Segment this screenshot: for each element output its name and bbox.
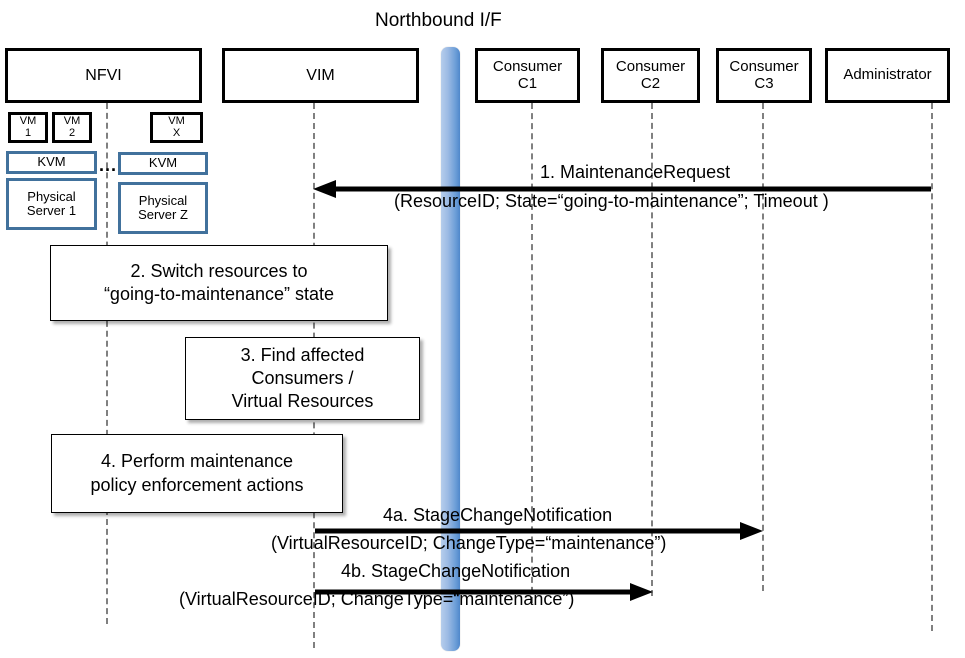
- message-1-label-bottom: (ResourceID; State=“going-to-maintenance…: [394, 191, 829, 211]
- vm-box-x[interactable]: VM X: [150, 112, 203, 143]
- vm-label-x: VM X: [168, 114, 185, 139]
- actor-label-consumer-c3-line2: C3: [754, 74, 774, 92]
- message-arrow-4b: [315, 583, 653, 601]
- vm-label-1-line1: VM: [19, 114, 37, 127]
- physical-server-label-1-line2: Server 1: [26, 203, 77, 218]
- actor-label-consumer-c3: Consumer C3: [729, 57, 799, 93]
- note-box-3-text: 3. Find affected Consumers / Virtual Res…: [232, 344, 374, 413]
- note-box-2-text: 2. Switch resources to “going-to-mainten…: [104, 260, 334, 306]
- vm-label-2-line1: VM: [63, 114, 81, 127]
- actor-box-consumer-c1[interactable]: Consumer C1: [475, 48, 580, 103]
- physical-server-label-1: Physical Server 1: [26, 188, 77, 219]
- note-box-3-line1: 3. Find affected: [240, 344, 365, 365]
- actor-box-administrator[interactable]: Administrator: [825, 48, 950, 103]
- message-arrow-4a: [315, 522, 763, 540]
- lifeline-consumer-c2: [651, 103, 653, 596]
- note-box-4-line2: policy enforcement actions: [90, 474, 304, 495]
- lifeline-consumer-c1: [531, 103, 533, 603]
- actor-box-vim[interactable]: VIM: [222, 48, 419, 103]
- message-4a-label-bottom: (VirtualResourceID; ChangeType=“maintena…: [271, 533, 667, 553]
- actor-box-consumer-c2[interactable]: Consumer C2: [601, 48, 700, 103]
- physical-server-label-1-line1: Physical: [27, 188, 76, 204]
- actor-label-consumer-c2-line2: C2: [640, 74, 661, 92]
- note-box-2-switch-resources: 2. Switch resources to “going-to-mainten…: [50, 245, 388, 321]
- note-box-4-perform-maintenance: 4. Perform maintenance policy enforcemen…: [51, 434, 343, 513]
- physical-server-label-z-line2: Server Z: [138, 207, 188, 222]
- actor-label-nfvi: NFVI: [85, 66, 122, 84]
- message-arrow-1: [313, 180, 931, 198]
- note-box-2-line2: “going-to-maintenance” state: [103, 284, 335, 304]
- actor-label-consumer-c3-line1: Consumer: [729, 57, 799, 75]
- physical-server-label-z: Physical Server Z: [138, 192, 188, 223]
- vm-label-1: VM 1: [19, 114, 37, 139]
- lifeline-nfvi: [106, 103, 108, 624]
- message-4b-label-top: 4b. StageChangeNotification: [341, 561, 571, 581]
- vm-label-1-line2: 1: [24, 126, 32, 139]
- actor-label-vim: VIM: [306, 66, 335, 84]
- vm-label-x-line2: X: [172, 126, 181, 139]
- note-box-3-line3: Virtual Resources: [231, 391, 374, 412]
- physical-server-box-1[interactable]: Physical Server 1: [6, 178, 97, 230]
- physical-server-label-z-line1: Physical: [138, 192, 188, 208]
- note-box-3-line2: Consumers /: [251, 367, 354, 388]
- message-1-label-top: 1. MaintenanceRequest: [540, 162, 731, 182]
- actor-box-consumer-c3[interactable]: Consumer C3: [716, 48, 812, 103]
- actor-label-consumer-c1-line1: Consumer: [492, 57, 563, 75]
- note-box-4-text: 4. Perform maintenance policy enforcemen…: [90, 450, 303, 496]
- page-title: Northbound I/F: [375, 10, 502, 31]
- actor-label-consumer-c2: Consumer C2: [615, 57, 686, 93]
- vm-label-x-line1: VM: [168, 114, 185, 127]
- message-4a-label-top: 4a. StageChangeNotification: [383, 505, 613, 525]
- lifeline-consumer-c3: [762, 103, 764, 591]
- lifeline-administrator: [931, 103, 933, 631]
- vm-box-1[interactable]: VM 1: [8, 112, 48, 143]
- hypervisor-label-kvm-2: KVM: [148, 155, 178, 171]
- vm-label-2: VM 2: [63, 114, 81, 139]
- actor-label-consumer-c1-line2: C1: [517, 74, 538, 92]
- actor-box-nfvi[interactable]: NFVI: [5, 48, 202, 103]
- vm-box-2[interactable]: VM 2: [52, 112, 92, 143]
- actor-label-consumer-c2-line1: Consumer: [615, 57, 686, 75]
- actor-label-consumer-c1: Consumer C1: [492, 57, 563, 93]
- hypervisor-box-kvm-2[interactable]: KVM: [118, 152, 208, 175]
- physical-server-box-z[interactable]: Physical Server Z: [118, 182, 208, 234]
- vm-label-2-line2: 2: [68, 126, 76, 139]
- hypervisor-box-kvm-1[interactable]: KVM: [6, 151, 97, 174]
- northbound-interface-bar: [441, 47, 460, 651]
- hypervisor-label-kvm-1: KVM: [37, 154, 66, 170]
- note-box-3-find-affected: 3. Find affected Consumers / Virtual Res…: [185, 337, 420, 420]
- actor-label-administrator: Administrator: [843, 66, 932, 84]
- hosts-ellipsis: ...: [99, 155, 118, 175]
- message-4b-label-bottom: (VirtualResourceID; ChangeType=“maintena…: [179, 589, 575, 609]
- note-box-2-line1: 2. Switch resources to: [130, 260, 308, 281]
- note-box-4-line1: 4. Perform maintenance: [100, 451, 294, 472]
